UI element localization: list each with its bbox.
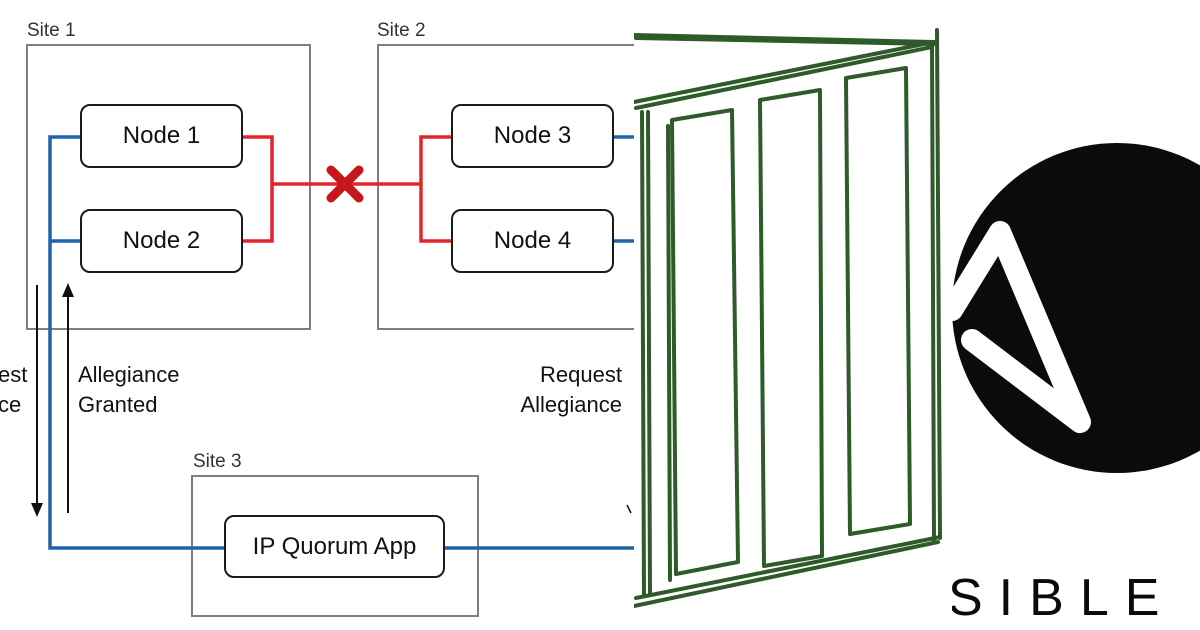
- site3-box: [191, 475, 479, 617]
- allegiance-granted-caption: Allegiance Granted: [78, 360, 180, 420]
- node2-box: Node 2: [80, 209, 243, 273]
- red-link-node1: [243, 135, 274, 243]
- arrow-down-icon: [31, 285, 43, 517]
- site1-box: [26, 44, 311, 330]
- arrow-up-icon: [62, 283, 74, 513]
- connection-lines: [31, 135, 634, 550]
- node1-box: Node 1: [80, 104, 243, 168]
- broken-link-x-icon: [326, 165, 364, 203]
- site2-label: Site 2: [377, 20, 426, 41]
- ansible-a-icon: [952, 221, 1091, 433]
- left-partial-line1: est: [0, 362, 28, 387]
- edge-tick: [626, 504, 632, 514]
- site2-box: [377, 44, 634, 330]
- node4-box: Node 4: [451, 209, 614, 273]
- left-partial-line2: ce: [0, 392, 22, 417]
- allegiance-granted-line1: Allegiance: [78, 362, 180, 387]
- container-sketch-icon: [634, 28, 942, 608]
- container-sketch-panel: [634, 0, 952, 630]
- blue-link-site1: [48, 135, 225, 550]
- allegiance-granted-line2: Granted: [78, 392, 158, 417]
- red-link-node3: [419, 135, 452, 243]
- logo-wordmark: SIBLE: [952, 569, 1176, 627]
- site3-label: Site 3: [193, 451, 242, 472]
- request-allegiance-line2: Allegiance: [520, 392, 622, 417]
- left-partial-caption: est ce: [0, 360, 27, 420]
- quorum-diagram: Site 1 Site 2 Site 3: [0, 20, 634, 617]
- quorum-app-box: IP Quorum App: [224, 515, 445, 578]
- ansible-logo-panel: SIBLE: [952, 0, 1200, 630]
- request-allegiance-caption: Request Allegiance: [508, 360, 622, 420]
- request-allegiance-line1: Request: [540, 362, 622, 387]
- node3-box: Node 3: [451, 104, 614, 168]
- site1-label: Site 1: [27, 20, 76, 41]
